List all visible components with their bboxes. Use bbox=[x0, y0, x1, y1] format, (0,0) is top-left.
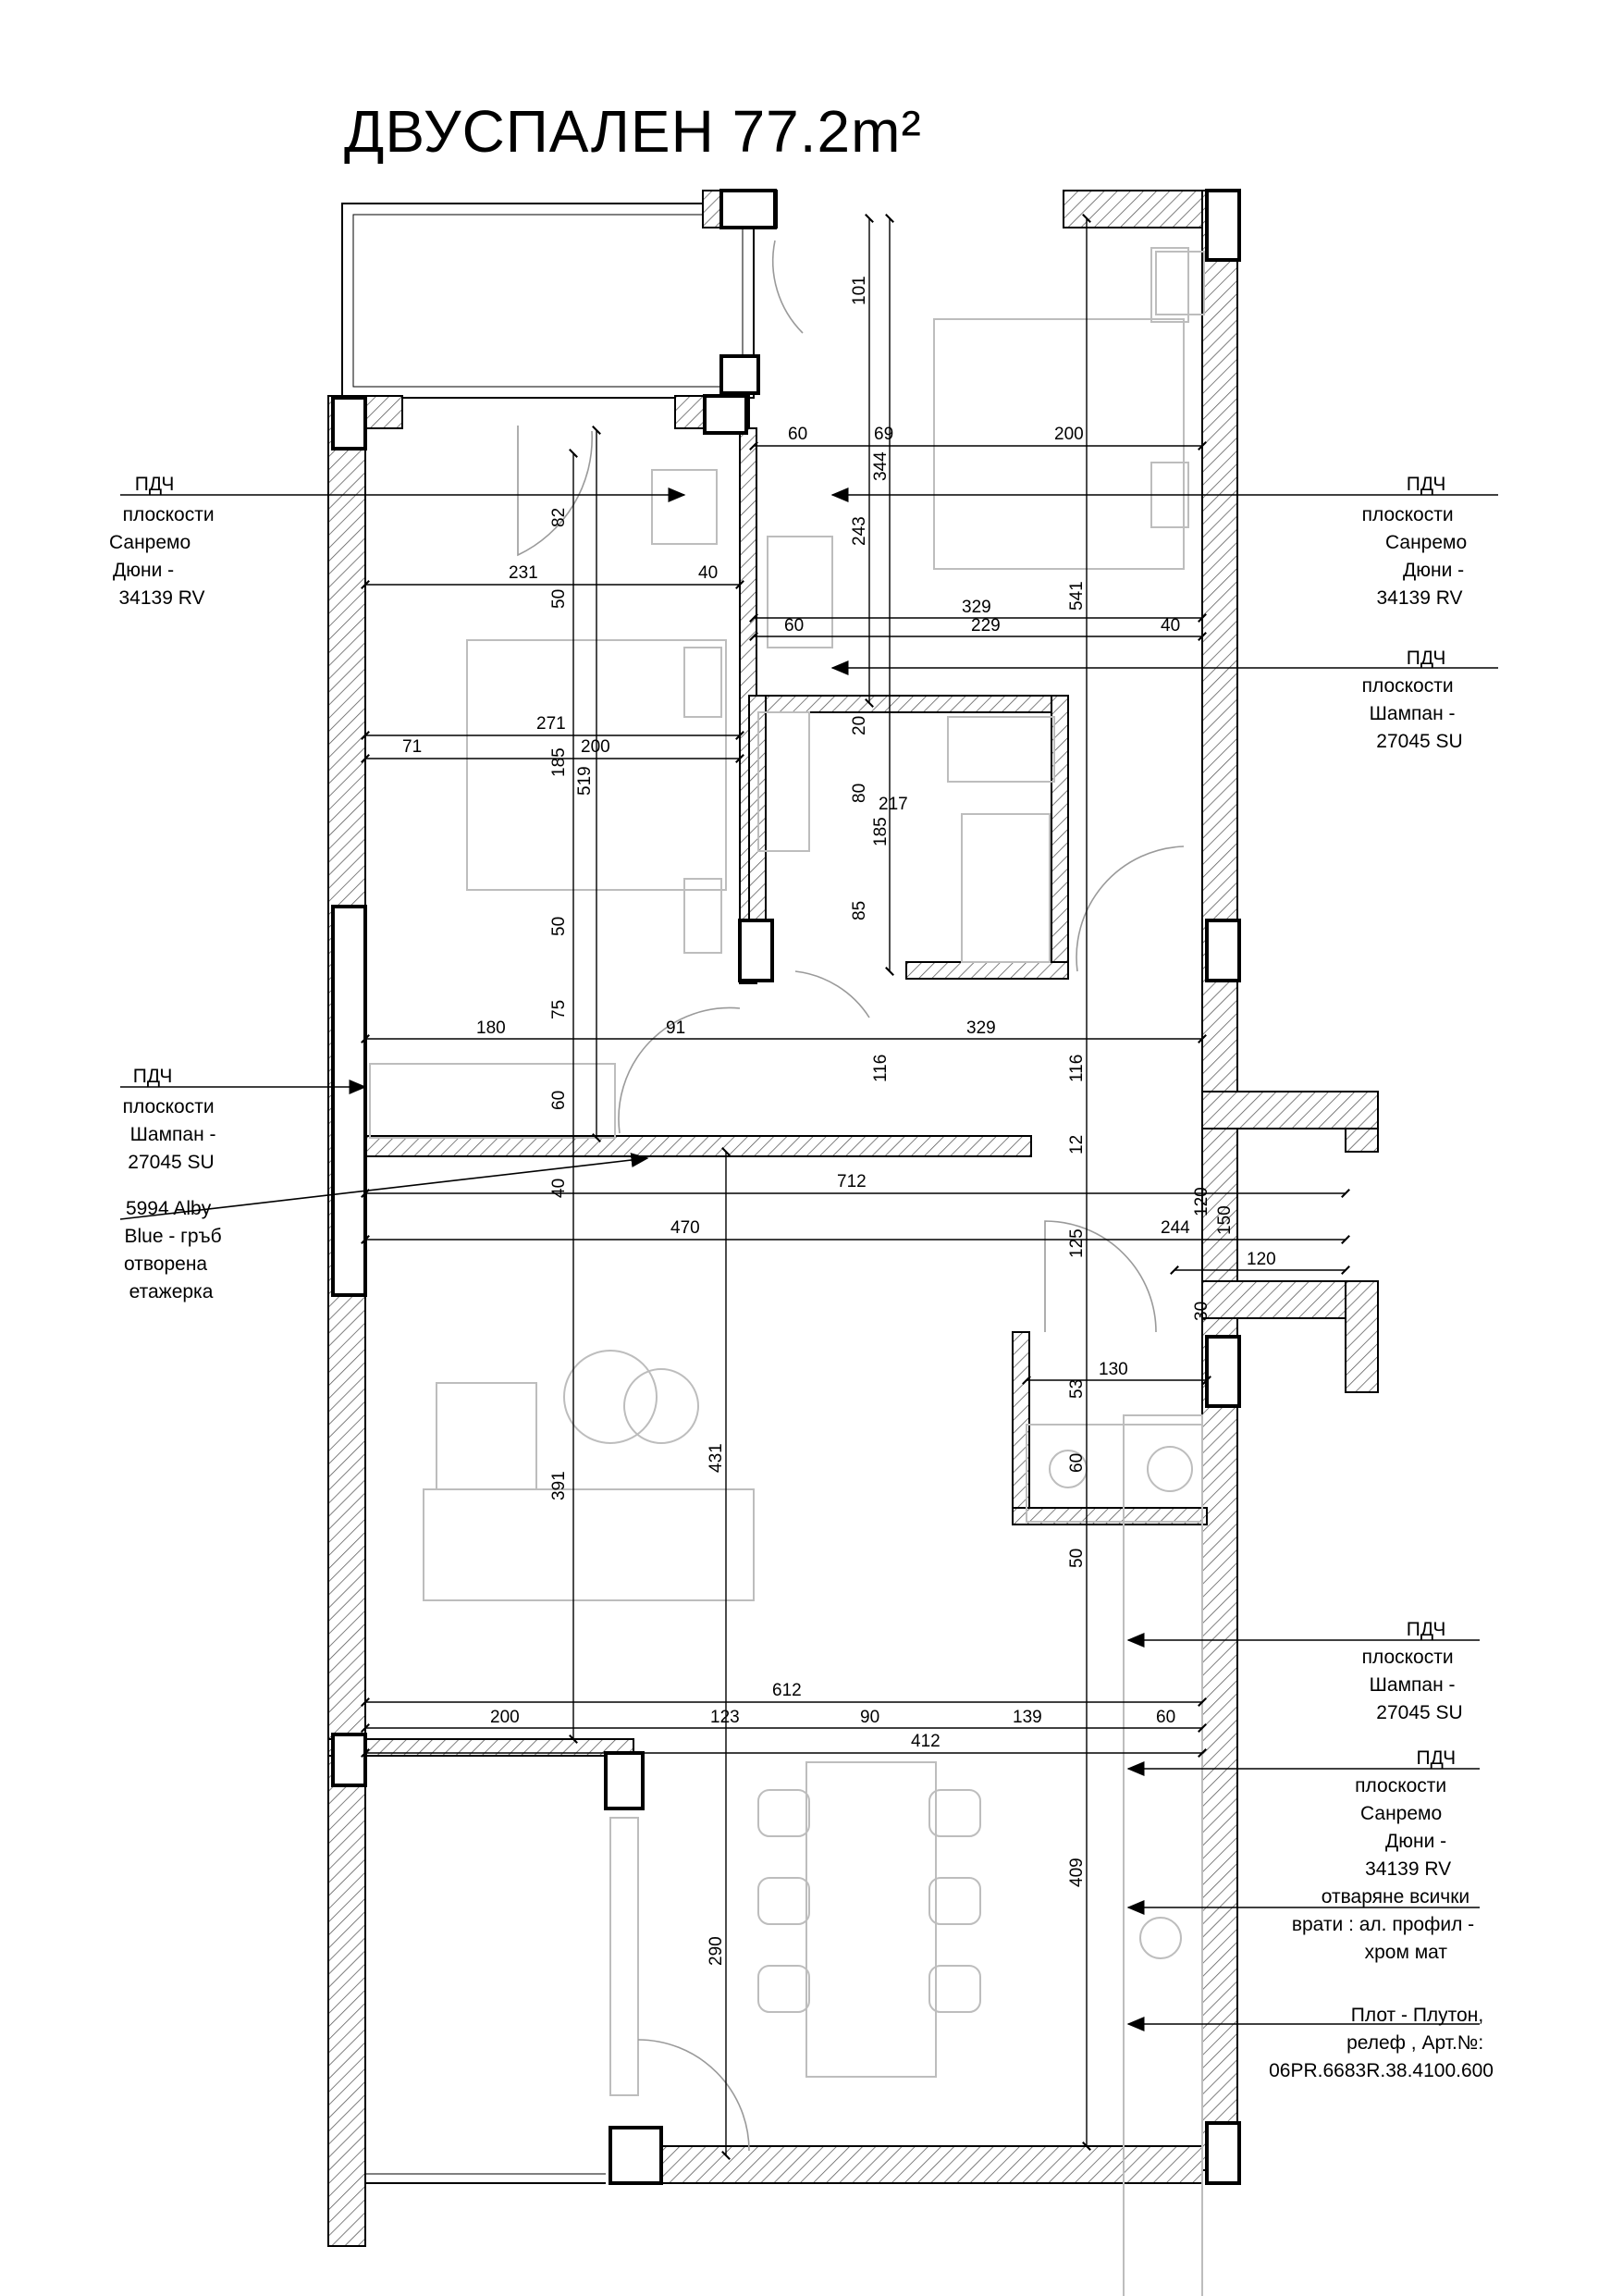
dim-label: 60 bbox=[784, 616, 804, 636]
dim-label: 50 bbox=[549, 917, 569, 936]
dim-label: 116 bbox=[871, 1055, 891, 1082]
dim-label: 85 bbox=[850, 901, 869, 920]
dim-label: 519 bbox=[575, 766, 595, 796]
notes: ПДЧ плоскости Санремо Дюни - 34139 RV ПД… bbox=[109, 474, 1494, 2081]
dim-label: 120 bbox=[1247, 1250, 1276, 1269]
dim-label: 244 bbox=[1161, 1218, 1190, 1238]
dim-label: 50 bbox=[1067, 1549, 1087, 1568]
dim-label: 229 bbox=[971, 616, 1001, 636]
dim-label: 217 bbox=[879, 795, 908, 814]
dim-label: 612 bbox=[772, 1681, 802, 1700]
dim-label: 541 bbox=[1067, 581, 1087, 611]
note-right-4: ПДЧ плоскости Санремо Дюни - 34139 RV от… bbox=[1292, 1747, 1480, 1963]
dim-label: 431 bbox=[707, 1443, 726, 1473]
dim-label: 150 bbox=[1215, 1205, 1235, 1235]
dim-label: 409 bbox=[1067, 1858, 1087, 1887]
dim-label: 344 bbox=[871, 451, 891, 481]
note-left-1: ПДЧ плоскости Санремо Дюни - 34139 RV bbox=[109, 474, 219, 609]
dim-label: 80 bbox=[850, 784, 869, 803]
dim-label: 60 bbox=[788, 425, 807, 444]
note-left-3: 5994 Alby Blue - гръб отворена етажерка bbox=[124, 1198, 227, 1302]
dim-label: 271 bbox=[536, 714, 566, 734]
dim-label: 69 bbox=[874, 425, 893, 444]
dim-label: 30 bbox=[1192, 1302, 1211, 1321]
dim-label: 185 bbox=[549, 747, 569, 777]
dim-label: 82 bbox=[549, 508, 569, 527]
furniture bbox=[369, 247, 1205, 2296]
dim-label: 123 bbox=[710, 1708, 740, 1727]
dim-label: 90 bbox=[860, 1708, 879, 1727]
dim-label: 200 bbox=[1054, 425, 1084, 444]
note-right-1: ПДЧ плоскости Санремо Дюни - 34139 RV bbox=[1362, 474, 1472, 609]
dim-label: 91 bbox=[666, 1018, 685, 1038]
leader-lines bbox=[119, 488, 1498, 2031]
dim-label: 185 bbox=[871, 817, 891, 846]
dimension-labels: 101 60 69 200 344 82 243 231 40 541 329 … bbox=[402, 276, 1276, 1966]
dim-label: 60 bbox=[1156, 1708, 1175, 1727]
dim-label: 200 bbox=[490, 1708, 520, 1727]
dim-label: 75 bbox=[549, 1000, 569, 1019]
dim-label: 231 bbox=[509, 563, 538, 583]
dim-label: 20 bbox=[850, 716, 869, 735]
dim-label: 71 bbox=[402, 737, 422, 757]
dim-label: 290 bbox=[707, 1936, 726, 1966]
doors bbox=[517, 240, 1185, 2152]
dim-label: 200 bbox=[581, 737, 610, 757]
columns bbox=[331, 189, 1241, 2185]
dim-label: 40 bbox=[549, 1179, 569, 1198]
dim-label: 101 bbox=[850, 276, 869, 305]
dim-label: 243 bbox=[850, 516, 869, 546]
note-right-3: ПДЧ плоскости Шампан - 27045 SU bbox=[1362, 1619, 1463, 1723]
dimension-lines bbox=[361, 214, 1350, 2160]
dim-label: 12 bbox=[1067, 1135, 1087, 1154]
dim-label: 329 bbox=[966, 1018, 996, 1038]
dim-label: 329 bbox=[962, 598, 991, 617]
dim-label: 125 bbox=[1067, 1228, 1087, 1258]
dim-label: 40 bbox=[698, 563, 718, 583]
dim-label: 60 bbox=[1067, 1453, 1087, 1473]
dim-label: 116 bbox=[1067, 1055, 1087, 1082]
dim-label: 120 bbox=[1192, 1187, 1211, 1216]
dim-label: 130 bbox=[1099, 1360, 1128, 1379]
dim-label: 180 bbox=[476, 1018, 506, 1038]
dim-label: 139 bbox=[1013, 1708, 1042, 1727]
note-left-2: ПДЧ плоскости Шампан - 27045 SU bbox=[123, 1066, 222, 1173]
dim-label: 50 bbox=[549, 589, 569, 609]
note-right-2: ПДЧ плоскости Шампан - 27045 SU bbox=[1362, 648, 1463, 752]
dim-label: 53 bbox=[1067, 1379, 1087, 1399]
dim-label: 391 bbox=[549, 1471, 569, 1500]
dim-label: 412 bbox=[911, 1732, 941, 1751]
plan-title: ДВУСПАЛЕН 77.2m² bbox=[344, 98, 922, 165]
dim-label: 712 bbox=[837, 1172, 867, 1191]
dim-label: 40 bbox=[1161, 616, 1180, 636]
note-right-5: Плот - Плутон, релеф , Арт.№: 06PR.6683R… bbox=[1269, 2005, 1494, 2081]
dim-label: 60 bbox=[549, 1091, 569, 1110]
dim-label: 470 bbox=[670, 1218, 700, 1238]
